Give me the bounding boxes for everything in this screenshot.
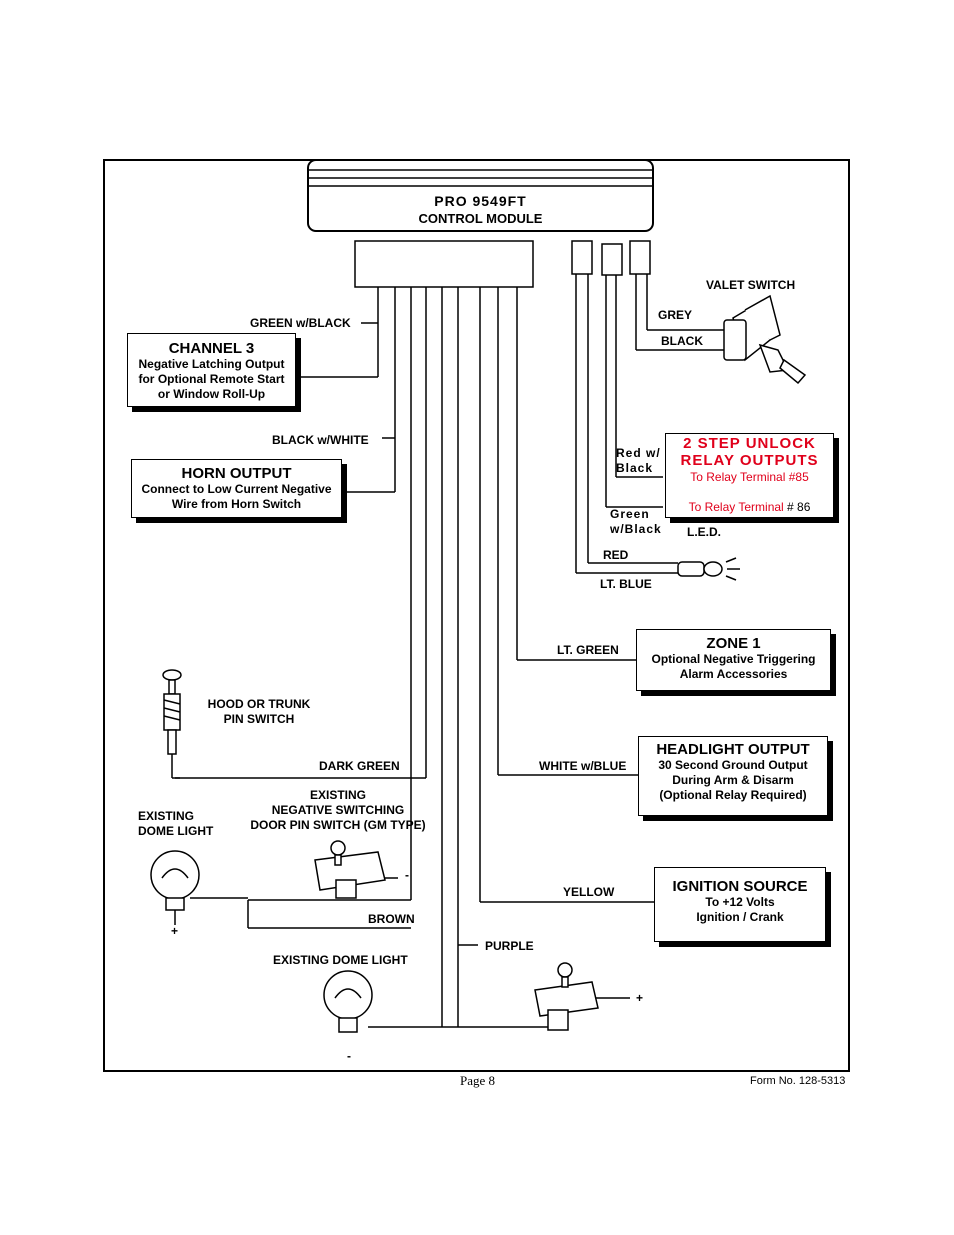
dome-light-2-label: EXISTING DOME LIGHT (273, 953, 408, 967)
door-switch-label-2: NEGATIVE SWITCHING (271, 803, 405, 817)
dome-light-icon-2 (323, 970, 373, 1033)
wire-lt-blue-label: LT. BLUE (600, 577, 652, 591)
door-switch-2-plus: + (636, 991, 644, 1005)
module-box (307, 159, 654, 232)
wire-white-blue-label: WHITE w/BLUE (539, 759, 627, 773)
wire-black-label: BLACK (661, 334, 703, 348)
relay-line-2-black: # 86 (783, 500, 811, 514)
form-number: Form No. 128-5313 (750, 1075, 846, 1087)
dome-light-2-minus: - (347, 1049, 351, 1063)
headlight-line-1: 30 Second Ground Output (658, 758, 808, 772)
headlight-output-box: HEADLIGHT OUTPUT 30 Second Ground Output… (638, 736, 828, 816)
door-switch-label-1: EXISTING (309, 788, 366, 802)
wire-red-black-label-2: Black (616, 461, 654, 475)
headlight-line-2: During Arm & Disarm (672, 773, 794, 787)
zone1-line-1: Optional Negative Triggering (651, 652, 816, 666)
module-subtitle: CONTROL MODULE (418, 211, 543, 226)
wire-green-black-relay-label-2: w/Black (610, 522, 662, 536)
horn-output-line-2: Wire from Horn Switch (171, 497, 302, 511)
relay-title-1: 2 STEP UNLOCK (683, 435, 816, 452)
led-label: L.E.D. (687, 525, 722, 539)
small-connector-1 (571, 240, 593, 275)
hood-pin-switch-icon (162, 669, 182, 779)
ignition-title: IGNITION SOURCE (672, 878, 808, 895)
dome-light-1-label-2: DOME LIGHT (138, 824, 214, 838)
zone1-line-2: Alarm Accessories (679, 667, 788, 681)
wire-brown-label: BROWN (368, 912, 415, 926)
channel3-line-2: for Optional Remote Start (138, 372, 285, 386)
door-pin-switch-icon-2 (534, 962, 599, 1031)
dome-light-1-label-1: EXISTING (138, 809, 195, 823)
ignition-line-1: To +12 Volts (705, 895, 775, 909)
door-switch-1-minus: - (405, 868, 409, 882)
wire-red-label: RED (603, 548, 629, 562)
ignition-line-2: Ignition / Crank (696, 910, 784, 924)
wire-black-white-label: BLACK w/WHITE (272, 433, 369, 447)
small-connector-2 (601, 243, 623, 276)
channel3-title: CHANNEL 3 (168, 340, 255, 357)
dome-light-icon-1 (150, 850, 200, 911)
zone1-title: ZONE 1 (706, 635, 761, 652)
valet-switch-icon (723, 294, 807, 385)
dome-light-1-plus: + (171, 924, 179, 938)
page-number: Page 8 (460, 1073, 496, 1088)
door-switch-label-3: DOOR PIN SWITCH (GM TYPE) (250, 818, 426, 832)
wire-dark-green-label: DARK GREEN (319, 759, 400, 773)
wire-purple-label: PURPLE (485, 939, 534, 953)
headlight-title: HEADLIGHT OUTPUT (656, 741, 810, 758)
door-pin-switch-icon-1 (314, 840, 386, 899)
wire-yellow-label: YELLOW (563, 885, 615, 899)
wire-grey-label: GREY (658, 308, 693, 322)
relay-outputs-box: 2 STEP UNLOCK RELAY OUTPUTS To Relay Ter… (665, 433, 834, 518)
small-connector-3 (629, 240, 651, 275)
ignition-source-box: IGNITION SOURCE To +12 Volts Ignition / … (654, 867, 826, 942)
module-title: PRO 9549FT (434, 193, 527, 209)
wire-red-black-label-1: Red w/ (616, 446, 661, 460)
main-connector (354, 240, 534, 288)
horn-output-line-1: Connect to Low Current Negative (141, 482, 332, 496)
hood-switch-label-2: PIN SWITCH (223, 712, 295, 726)
headlight-line-3: (Optional Relay Required) (659, 788, 807, 802)
relay-line-2-red: To Relay Terminal (688, 500, 784, 514)
channel3-box: CHANNEL 3 Negative Latching Output for O… (127, 333, 296, 407)
valet-switch-label: VALET SWITCH (706, 278, 796, 292)
led-icon (677, 557, 740, 581)
channel3-line-3: or Window Roll-Up (157, 387, 266, 401)
wire-lt-green-label: LT. GREEN (557, 643, 619, 657)
wire-green-black-label: GREEN w/BLACK (250, 316, 351, 330)
channel3-line-1: Negative Latching Output (138, 357, 285, 371)
relay-title-2: RELAY OUTPUTS (680, 452, 819, 469)
horn-output-box: HORN OUTPUT Connect to Low Current Negat… (131, 459, 342, 518)
relay-line-2: To Relay Terminal # 86 (666, 500, 833, 515)
wire-green-black-relay-label-1: Green (610, 507, 650, 521)
zone1-box: ZONE 1 Optional Negative Triggering Alar… (636, 629, 831, 691)
hood-switch-label-1: HOOD OR TRUNK (207, 697, 311, 711)
horn-output-title: HORN OUTPUT (181, 465, 292, 482)
relay-line-1: To Relay Terminal #85 (690, 470, 809, 484)
